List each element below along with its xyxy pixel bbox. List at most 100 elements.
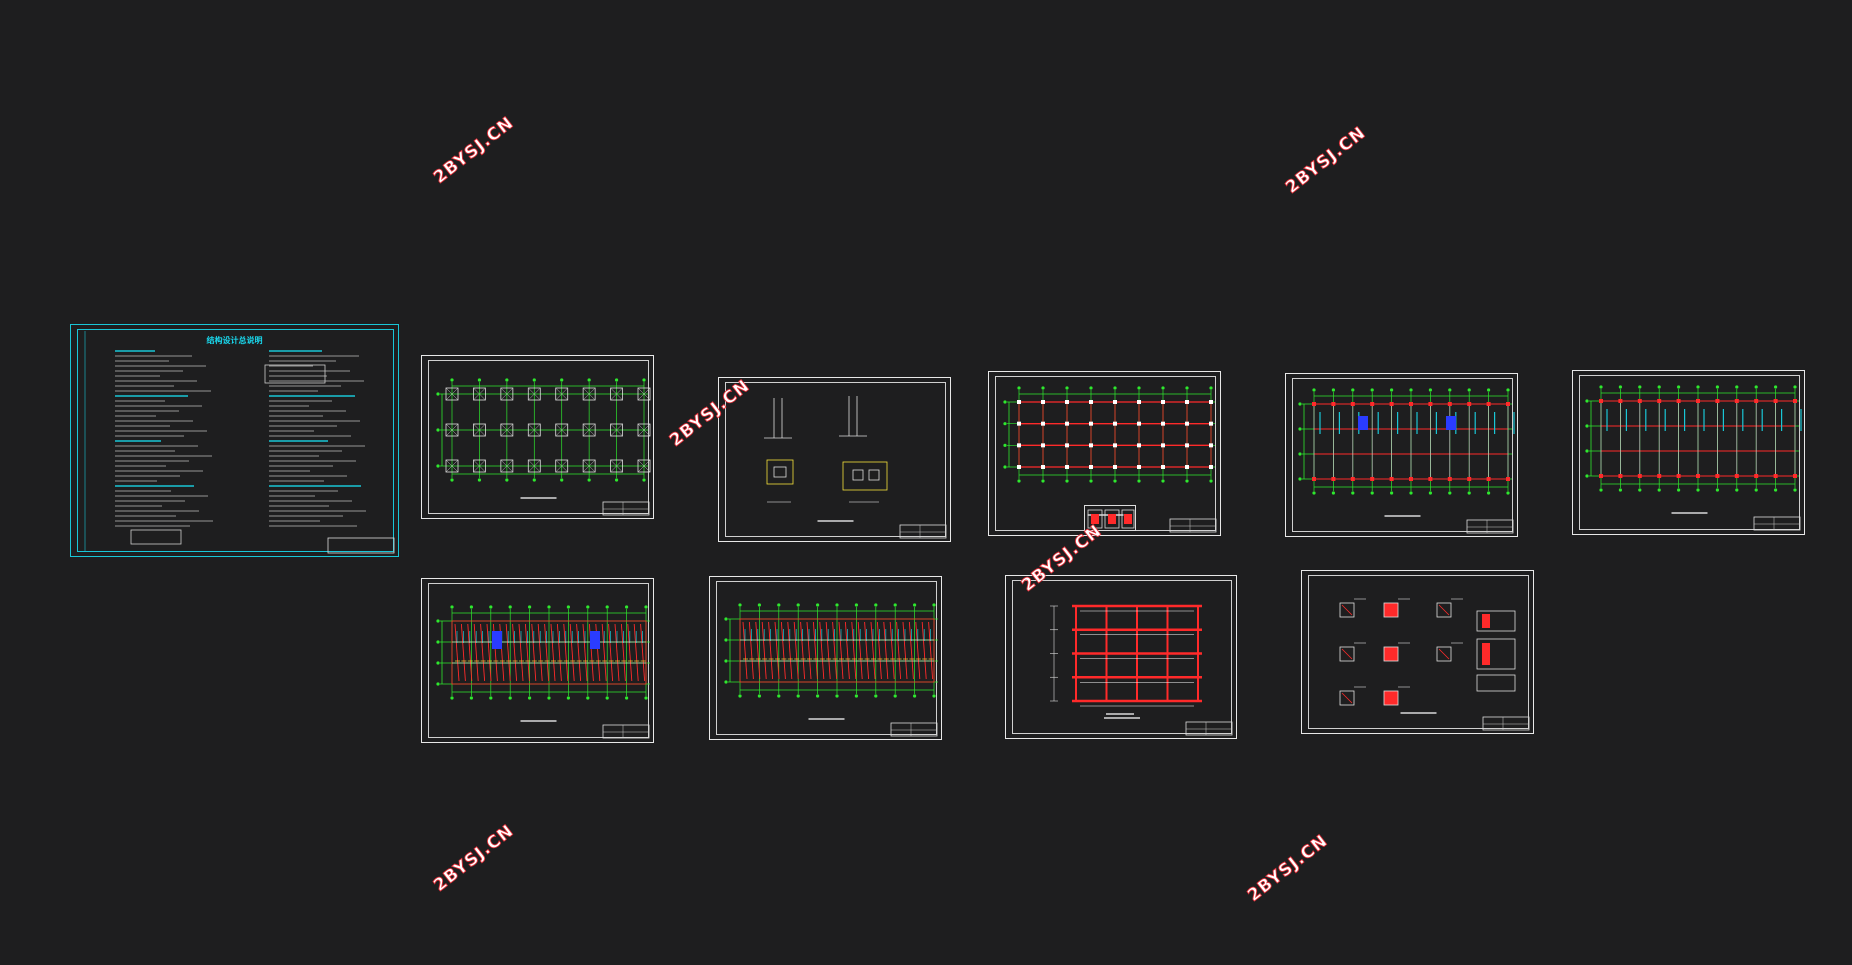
- title-block: [890, 722, 938, 737]
- axis-bubble: [1185, 386, 1189, 390]
- axis-bubble: [644, 696, 648, 700]
- column-outline: [852, 469, 864, 481]
- axis-bubble: [1599, 488, 1603, 492]
- column-marker: [1370, 402, 1375, 406]
- column-marker: [1389, 477, 1394, 481]
- footing: [555, 459, 569, 473]
- footing-diagonal: [637, 459, 651, 473]
- axis-bubble: [777, 603, 781, 607]
- footing: [582, 387, 596, 401]
- sheet-slab-reinforcement-plan-2[interactable]: [709, 576, 942, 740]
- axis-bubble: [605, 696, 609, 700]
- sheet-slab-reinforcement-plan-1[interactable]: [421, 578, 654, 743]
- column-marker: [1089, 443, 1093, 448]
- axis-bubble: [1161, 479, 1165, 483]
- axis-bubble: [1487, 388, 1491, 392]
- column-marker: [1715, 399, 1720, 403]
- slab-rebar: [467, 623, 473, 682]
- axis-bubble: [532, 378, 536, 382]
- sheet-foundation-details[interactable]: [718, 377, 951, 542]
- slab-rebar: [569, 623, 575, 682]
- stair-opening: [1358, 416, 1368, 430]
- axis-bubble: [1448, 491, 1452, 495]
- axis-bubble: [1113, 386, 1117, 390]
- sheet-floor-beam-plan-2[interactable]: [1572, 370, 1805, 535]
- footing: [527, 459, 541, 473]
- axis-bubble: [1657, 488, 1661, 492]
- footing-diagonal: [445, 387, 459, 401]
- section-rebar: [1438, 604, 1450, 616]
- column-marker: [1486, 402, 1491, 406]
- axis-bubble: [436, 619, 440, 623]
- detail-thumbnail-group[interactable]: [1084, 505, 1136, 531]
- title-block: [899, 524, 947, 539]
- section-table: [1476, 610, 1516, 632]
- notes-table: [264, 364, 326, 384]
- slab-rebar: [832, 621, 838, 680]
- column-marker: [1185, 443, 1189, 448]
- axis-bubble: [1677, 385, 1681, 389]
- column-marker: [1312, 477, 1316, 481]
- slab-rebar: [473, 623, 479, 682]
- column-marker: [1041, 465, 1045, 469]
- column-marker: [1734, 474, 1739, 478]
- sheet-floor-beam-plan-1[interactable]: [1285, 373, 1518, 537]
- sheet-column-layout-plan[interactable]: [988, 371, 1221, 536]
- axis-bubble: [1209, 386, 1213, 390]
- column-marker: [1137, 443, 1141, 448]
- axis-bubble: [738, 603, 742, 607]
- axis-bubble: [625, 605, 629, 609]
- axis-bubble: [1735, 488, 1739, 492]
- axis-bubble: [1409, 388, 1413, 392]
- column-layout-drawing: [1003, 386, 1217, 533]
- slab-rebar: [531, 623, 537, 682]
- column-marker: [1089, 465, 1093, 469]
- title-block: [1753, 516, 1801, 531]
- axis-bubble: [913, 694, 917, 698]
- axis-bubble: [932, 694, 936, 698]
- column-section: [1339, 690, 1355, 706]
- sheet-structural-notes[interactable]: 结构设计总说明: [70, 324, 399, 557]
- column-marker: [1065, 400, 1069, 404]
- column-marker: [1089, 421, 1093, 426]
- column-marker: [1185, 400, 1189, 404]
- axis-bubble: [893, 603, 897, 607]
- axis-bubble: [1715, 488, 1719, 492]
- sheet-foundation-plan[interactable]: [421, 355, 654, 519]
- stair-opening: [492, 631, 502, 649]
- axis-bubble: [1638, 385, 1642, 389]
- axis-bubble: [1487, 491, 1491, 495]
- axis-bubble: [1370, 491, 1374, 495]
- sheet-frame-elevation[interactable]: [1005, 575, 1237, 739]
- footing-diagonal: [528, 423, 541, 437]
- axis-bubble: [893, 694, 897, 698]
- sheet-column-section-details[interactable]: [1301, 570, 1534, 734]
- axis-bubble: [614, 378, 619, 382]
- slab-rebar: [908, 621, 914, 680]
- slab-outline: [451, 620, 647, 685]
- footing: [473, 387, 486, 401]
- column-marker: [1793, 399, 1797, 403]
- slab-rebar: [460, 623, 466, 682]
- axis-bubble: [436, 640, 440, 644]
- slab-rebar: [780, 621, 786, 680]
- axis-bubble: [528, 696, 532, 700]
- footing-diagonal: [445, 423, 459, 437]
- axis-bubble: [1003, 465, 1007, 469]
- footing: [500, 423, 514, 437]
- footing-diagonal: [500, 387, 514, 401]
- column-marker: [1113, 421, 1117, 426]
- title-block: [1185, 721, 1233, 736]
- axis-bubble: [1448, 388, 1452, 392]
- axis-bubble: [1585, 474, 1589, 478]
- slab-plan-2-drawing: [724, 603, 938, 737]
- axis-bubble: [796, 603, 800, 607]
- axis-bubble: [505, 378, 509, 382]
- footing: [445, 423, 459, 437]
- title-block: [602, 724, 650, 739]
- footing-diagonal: [555, 423, 568, 437]
- column-marker: [1161, 421, 1165, 426]
- footing: [637, 387, 651, 401]
- axis-bubble: [1089, 479, 1093, 483]
